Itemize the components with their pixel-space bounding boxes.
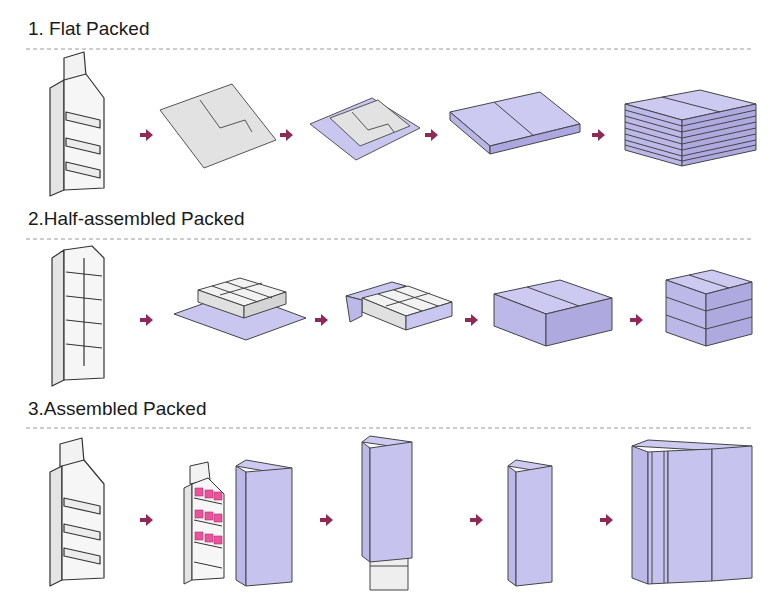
flow-arrow <box>320 514 333 526</box>
product <box>205 512 213 520</box>
carton-side <box>546 298 612 346</box>
insert-grid <box>212 282 272 302</box>
carton-front <box>246 468 292 586</box>
product <box>195 488 203 496</box>
carton-stack <box>666 270 752 346</box>
flow-arrow <box>140 314 153 326</box>
layer-lines <box>625 110 756 161</box>
shelf-lips <box>194 498 222 568</box>
box-in-flaps <box>346 282 452 330</box>
carton-front <box>516 466 552 586</box>
flat-board <box>330 100 410 146</box>
side-panel <box>50 80 64 196</box>
products <box>195 488 222 544</box>
product <box>214 492 222 500</box>
side-panel <box>50 466 62 586</box>
stand-edge <box>370 566 408 567</box>
product <box>214 514 222 522</box>
carton-side <box>494 294 546 346</box>
carton-stack <box>625 90 756 166</box>
carton-edges <box>652 451 664 584</box>
flow-arrow <box>425 129 438 141</box>
dashed-divider <box>26 428 754 429</box>
flow-arrow <box>140 129 153 141</box>
carton-front <box>648 451 668 584</box>
carton-over-stand <box>362 436 412 590</box>
front-panel <box>62 460 104 580</box>
carton-seam <box>689 275 729 288</box>
flow-arrow <box>630 314 643 326</box>
side-panel <box>52 250 64 386</box>
tall-carton <box>508 460 552 586</box>
carton-side <box>625 104 682 166</box>
shelf <box>64 524 100 540</box>
carton-side <box>362 442 370 562</box>
flow-arrow <box>470 514 483 526</box>
sheet-on-wrap <box>310 98 420 160</box>
carton-seam <box>662 97 720 112</box>
box-on-wrap <box>174 278 306 340</box>
carton-side <box>490 124 580 154</box>
carton-front <box>370 442 412 562</box>
fold-line <box>200 100 252 132</box>
flow-arrow <box>465 314 478 326</box>
display-stand <box>50 438 104 586</box>
product <box>205 534 213 542</box>
flat-board <box>160 84 276 168</box>
wrap-sheet <box>310 98 420 160</box>
insert-grid <box>378 290 438 311</box>
carton-group <box>632 440 752 584</box>
dashed-divider <box>26 239 754 240</box>
section-heading: 2.Half-assembled Packed <box>28 208 245 230</box>
loaded-stand <box>184 462 224 584</box>
flap <box>406 302 452 330</box>
layer-lines <box>666 297 752 329</box>
display-stand <box>52 246 104 386</box>
carton-side <box>236 466 246 586</box>
carton-side <box>682 104 756 166</box>
carton-front <box>712 446 752 581</box>
front-panel <box>64 74 104 190</box>
carton-seam <box>494 102 534 136</box>
carton-side <box>666 280 706 346</box>
shelf <box>64 548 100 564</box>
product <box>195 510 203 518</box>
fold-line <box>352 112 394 132</box>
dashed-divider <box>26 49 754 50</box>
carton-side <box>508 466 516 586</box>
shelf <box>64 498 100 514</box>
front-panel <box>192 478 224 580</box>
display-stand <box>50 52 104 196</box>
product <box>195 532 203 540</box>
closed-carton <box>494 280 612 346</box>
side-panel <box>184 484 192 584</box>
flow-arrow <box>315 314 328 326</box>
flat-sheet <box>160 84 276 168</box>
flow-arrow <box>280 129 293 141</box>
carton-seam <box>527 287 579 306</box>
flap <box>346 296 362 322</box>
shelf <box>66 112 100 128</box>
product <box>214 536 222 544</box>
flow-arrow <box>600 514 613 526</box>
carton-side <box>706 282 752 346</box>
shelf <box>66 162 100 178</box>
tall-carton <box>236 460 292 586</box>
grid-shelves <box>66 258 102 366</box>
front-panel <box>64 246 104 380</box>
flow-arrow <box>140 514 153 526</box>
flow-arrow <box>592 129 605 141</box>
carton-side <box>450 112 490 154</box>
carton-side <box>632 446 648 584</box>
section-heading: 1. Flat Packed <box>28 18 149 40</box>
shelf <box>66 138 100 154</box>
product <box>205 490 213 498</box>
flat-carton <box>450 92 580 154</box>
section-heading: 3.Assembled Packed <box>28 398 207 420</box>
carton-front <box>668 449 712 583</box>
carton-top <box>450 92 580 146</box>
